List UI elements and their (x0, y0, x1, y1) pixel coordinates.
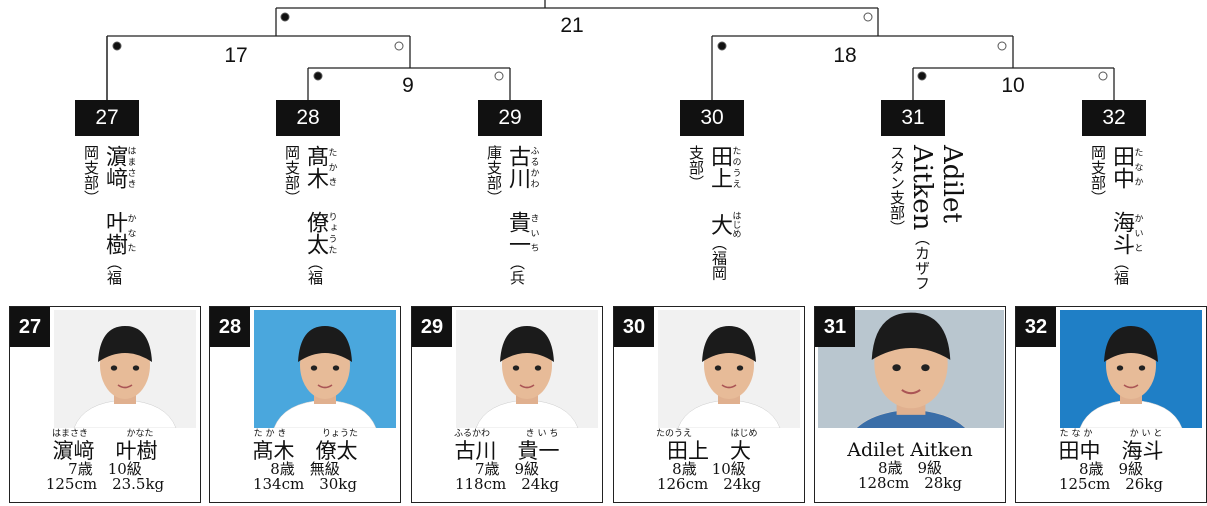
card-number-badge: 28 (210, 307, 250, 347)
entry-number-box: 29 (478, 100, 542, 136)
match-number: 18 (833, 44, 856, 67)
match-number: 21 (560, 14, 583, 37)
player-name-reading: ふるかわき い ち (453, 429, 559, 439)
player-photo (456, 310, 598, 429)
player-height-weight: 125cm 23.5kg (45, 475, 165, 493)
player-name: 田上 大 (667, 439, 751, 463)
match-number: 10 (1001, 74, 1024, 97)
player-name-reading: た か きりょうた (253, 429, 358, 439)
vertical-player-name: 田中たなか海斗かいと（福岡支部） (1089, 145, 1143, 285)
player-age-grade: 8歳 9級 (1078, 460, 1144, 478)
loser-dot (863, 12, 873, 22)
loser-dot (997, 41, 1007, 51)
loser-dot (494, 71, 504, 81)
match-number: 17 (224, 44, 247, 67)
player-name-reading: た な かか い と (1059, 429, 1163, 439)
player-name: Adilet Aitken (847, 439, 973, 461)
player-name-reading: たのうえはじめ (655, 429, 758, 439)
card-number-badge: 32 (1016, 307, 1056, 347)
player-photo (54, 310, 196, 429)
vertical-player-name: Adilet Aitken（カザフスタン支部） (888, 145, 967, 291)
player-height-weight: 128cm 28kg (857, 474, 963, 492)
player-age-grade: 8歳 無級 (270, 460, 340, 478)
entry-number-box: 27 (75, 100, 139, 136)
player-name: 田中 海斗 (1058, 439, 1164, 463)
vertical-player-name: 田上たのうえ大はじめ（福岡支部） (687, 145, 741, 281)
player-age-grade: 7歳 9級 (474, 460, 540, 478)
loser-dot (1098, 71, 1108, 81)
player-age-grade: 8歳 10級 (672, 460, 746, 478)
vertical-player-name: 髙木たかき僚太りょうた（福岡支部） (283, 145, 337, 285)
card-number-badge: 30 (614, 307, 654, 347)
player-photo (1060, 310, 1202, 429)
player-name: 古川 貴一 (454, 439, 560, 463)
winner-dot (917, 71, 927, 81)
loser-dot (394, 41, 404, 51)
entry-number-box: 32 (1082, 100, 1146, 136)
entry-number-box: 31 (881, 100, 945, 136)
player-height-weight: 134cm 30kg (252, 475, 358, 493)
entry-number-box: 28 (276, 100, 340, 136)
vertical-player-name: 濵﨑はまさき叶樹かなた（福岡支部） (82, 145, 136, 285)
vertical-player-name: 古川ふるかわ貴一きいち（兵庫支部） (485, 145, 539, 285)
player-name-reading: はまさきかなた (51, 429, 154, 439)
player-age-grade: 7歳 10級 (68, 460, 142, 478)
player-photo (658, 310, 800, 429)
player-age-grade: 8歳 9級 (877, 459, 943, 477)
player-name: 髙木 僚太 (252, 439, 358, 463)
winner-dot (717, 41, 727, 51)
winner-dot (280, 12, 290, 22)
card-number-badge: 31 (815, 307, 855, 347)
player-height-weight: 118cm 24kg (454, 475, 560, 493)
player-height-weight: 126cm 24kg (656, 475, 762, 493)
player-height-weight: 125cm 26kg (1058, 475, 1164, 493)
card-number-badge: 29 (412, 307, 452, 347)
player-photo (254, 310, 396, 429)
card-number-badge: 27 (10, 307, 50, 347)
tournament-bracket: 21 17 18 9 10 (106, 0, 1115, 100)
match-number: 9 (402, 74, 414, 97)
player-name: 濵﨑 叶樹 (52, 439, 158, 463)
winner-dot (313, 71, 323, 81)
winner-dot (112, 41, 122, 51)
entry-number-box: 30 (680, 100, 744, 136)
